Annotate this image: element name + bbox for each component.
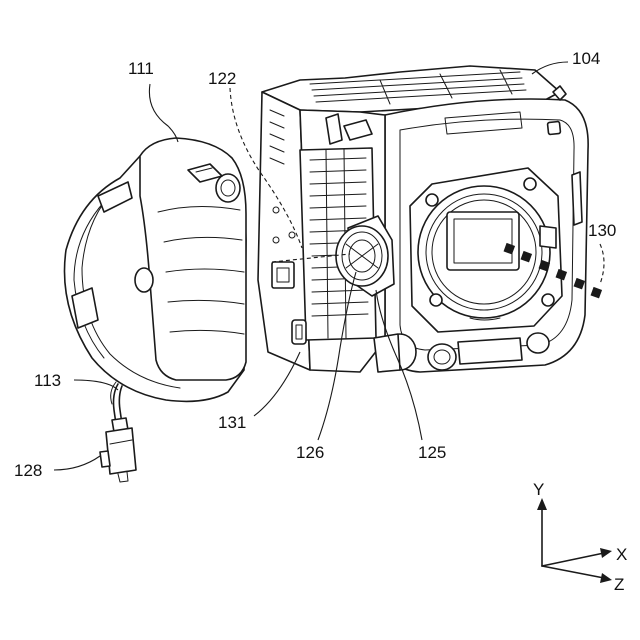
axis-label-x: X (616, 545, 627, 564)
label-111: 111 (128, 59, 154, 78)
axis-label-z: Z (614, 575, 624, 594)
label-126: 126 (296, 443, 324, 462)
label-131: 131 (218, 413, 246, 432)
grip-cable (112, 384, 128, 432)
label-122: 122 (208, 69, 236, 88)
lens-mount (410, 168, 562, 332)
label-125: 125 (418, 443, 446, 462)
axis-label-y: Y (533, 480, 544, 499)
label-113: 113 (34, 371, 61, 390)
cable-connector (100, 428, 136, 482)
label-130: 130 (588, 221, 616, 240)
handle-grip (64, 138, 246, 404)
label-128: 128 (14, 461, 42, 480)
coordinate-axes: Y X Z (533, 480, 627, 594)
label-104: 104 (572, 49, 600, 68)
